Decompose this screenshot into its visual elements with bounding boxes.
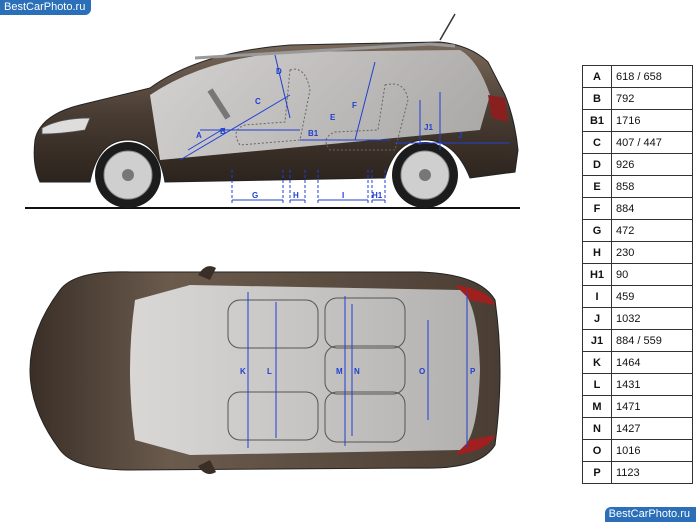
dimension-value: 858: [611, 175, 693, 198]
dimension-key: J: [582, 307, 612, 330]
watermark-top: BestCarPhoto.ru: [0, 0, 92, 15]
dimension-key: J1: [582, 329, 612, 352]
dimension-key: L: [582, 373, 612, 396]
watermark-bottom: BestCarPhoto.ru: [604, 507, 696, 522]
car-diagram: A B B1 C D E F G H I H1 J J1: [25, 13, 520, 474]
dimension-value: 1716: [611, 109, 693, 132]
dimension-key: F: [582, 197, 612, 220]
dimension-value: 792: [611, 87, 693, 110]
label-P: P: [470, 367, 476, 376]
dimension-value: 459: [611, 285, 693, 308]
dimension-value: 1016: [611, 439, 693, 462]
label-J1: J1: [424, 123, 433, 132]
dimension-value: 407 / 447: [611, 131, 693, 154]
dimension-value: 1471: [611, 395, 693, 418]
dimension-key: O: [582, 439, 612, 462]
top-view: K L M N O P: [29, 266, 501, 474]
label-H1: H1: [372, 191, 383, 200]
label-A: A: [196, 131, 202, 140]
dimension-value: 1123: [611, 461, 693, 484]
label-B: B: [220, 127, 226, 136]
dimension-key: H: [582, 241, 612, 264]
dimension-key: H1: [582, 263, 612, 286]
dimension-value: 1464: [611, 351, 693, 374]
side-view: A B B1 C D E F G H I H1 J J1: [33, 13, 519, 208]
dimension-key: C: [582, 131, 612, 154]
label-G: G: [252, 191, 258, 200]
dimension-key: I: [582, 285, 612, 308]
label-J: J: [458, 131, 462, 140]
front-wheel: [95, 142, 161, 208]
dimension-value: 472: [611, 219, 693, 242]
dimension-value: 90: [611, 263, 693, 286]
dimension-value: 884: [611, 197, 693, 220]
dimension-key: B: [582, 87, 612, 110]
label-I: I: [342, 191, 344, 200]
dimension-key: A: [582, 65, 612, 88]
dimension-key: P: [582, 461, 612, 484]
label-L: L: [267, 367, 272, 376]
dimension-value: 1427: [611, 417, 693, 440]
dimension-key: N: [582, 417, 612, 440]
dimension-key: G: [582, 219, 612, 242]
dimension-value: 1032: [611, 307, 693, 330]
dimension-key: D: [582, 153, 612, 176]
dimension-value: 884 / 559: [611, 329, 693, 352]
dimension-key: M: [582, 395, 612, 418]
dimension-value: 230: [611, 241, 693, 264]
label-M: M: [336, 367, 343, 376]
dimension-value: 1431: [611, 373, 693, 396]
label-F: F: [352, 101, 357, 110]
label-B1: B1: [308, 129, 319, 138]
label-K: K: [240, 367, 246, 376]
dimension-key: B1: [582, 109, 612, 132]
label-N: N: [354, 367, 360, 376]
dimension-key: E: [582, 175, 612, 198]
rear-wheel: [392, 142, 458, 208]
label-E: E: [330, 113, 336, 122]
label-O: O: [419, 367, 425, 376]
label-H: H: [293, 191, 299, 200]
dimension-key: K: [582, 351, 612, 374]
label-C: C: [255, 97, 261, 106]
dimension-value: 926: [611, 153, 693, 176]
dimension-value: 618 / 658: [611, 65, 693, 88]
label-D: D: [276, 67, 282, 76]
